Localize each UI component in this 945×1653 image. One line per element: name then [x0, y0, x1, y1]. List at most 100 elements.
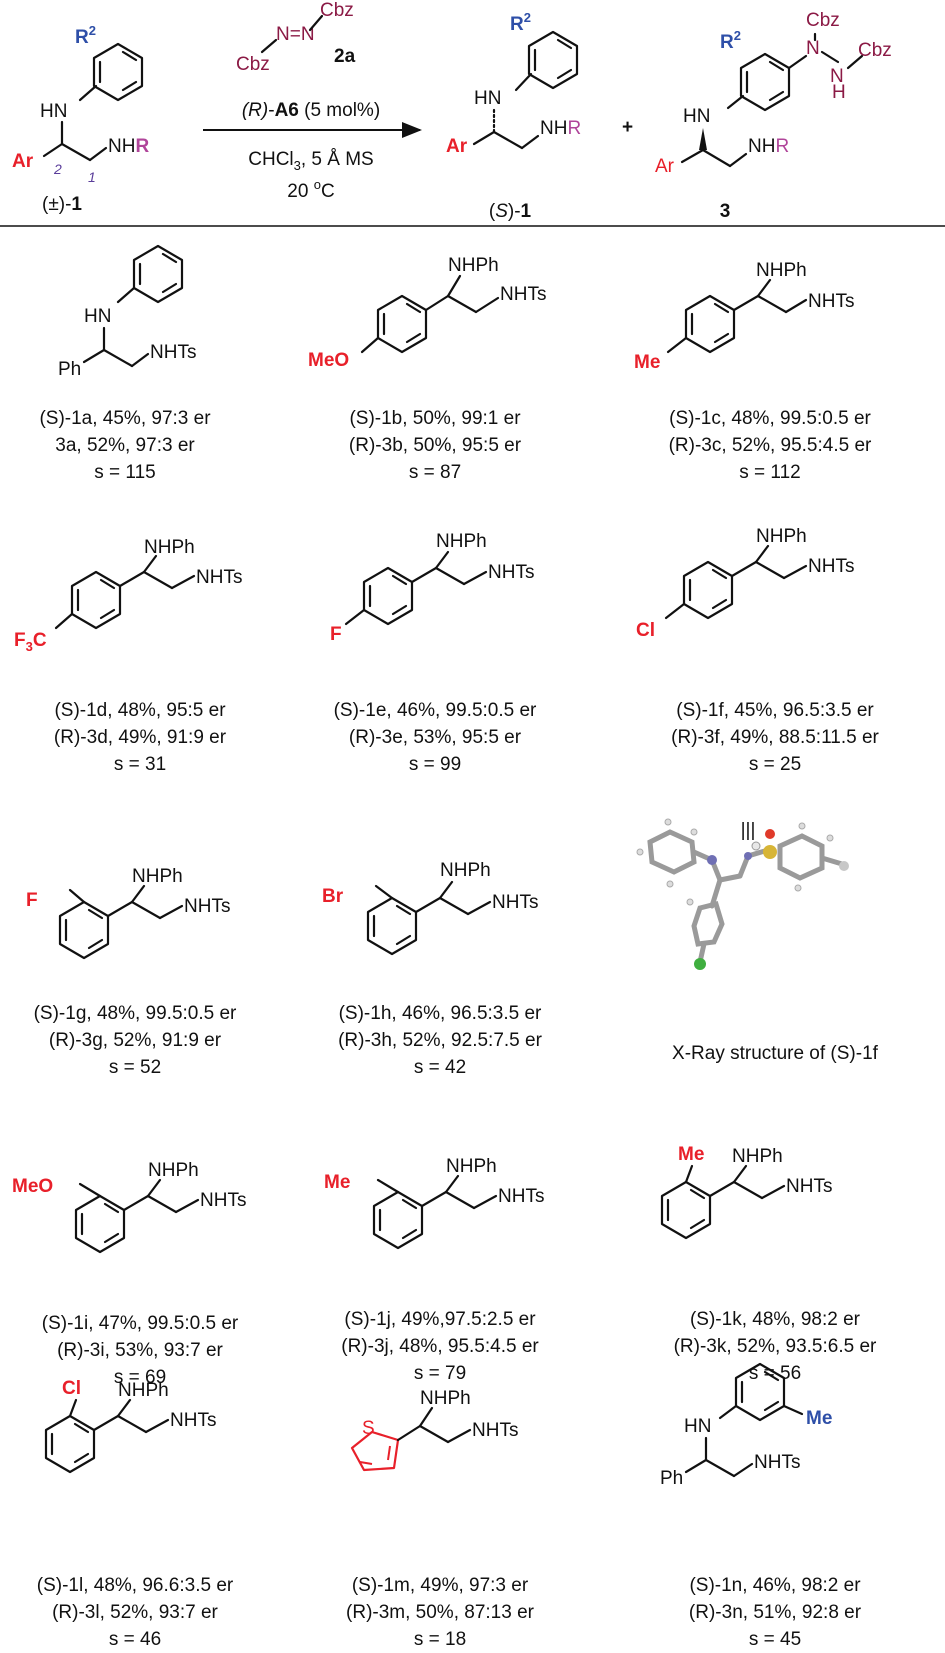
nhph-label: NHPh — [144, 537, 195, 558]
caption-line3: s = 31 — [113, 754, 167, 775]
caption-line1: (S)-1n, 46%, 98:2 er — [689, 1575, 861, 1596]
substituent: Me — [634, 352, 660, 373]
structure-1j: Me NHPh NHTs — [324, 1156, 544, 1250]
plus-sign: + — [622, 117, 633, 138]
product-s1: R2 HN Ar NHR (S)-1 — [446, 10, 581, 222]
structure-1e: F NHPh NHTs — [330, 531, 534, 645]
hn-label: HN — [84, 306, 111, 327]
cbz-right: Cbz — [858, 40, 892, 61]
caption-line3: s = 25 — [748, 754, 802, 775]
xray-caption: X-Ray structure of (S)-1f — [620, 1040, 930, 1067]
caption-line3: s = 18 — [413, 1629, 467, 1650]
caption-1e: (S)-1e, 46%, 99.5:0.5 er (R)-3e, 53%, 95… — [300, 697, 570, 778]
hn-label: HN — [684, 1416, 711, 1437]
ar-label: Ar — [446, 136, 468, 157]
caption-line1: (S)-1k, 48%, 98:2 er — [689, 1309, 861, 1330]
xray-structure: ||| — [636, 818, 849, 970]
nhts-label: NHTs — [472, 1420, 518, 1441]
nhph-label: NHPh — [118, 1380, 169, 1401]
nhts-label: NHTs — [808, 556, 854, 577]
caption-line2: (R)-3k, 52%, 93.5:6.5 er — [673, 1336, 877, 1357]
caption-line1: (S)-1a, 45%, 97:3 er — [39, 408, 211, 429]
ar-label: Ar — [12, 151, 34, 172]
caption-line3: s = 42 — [413, 1057, 467, 1078]
nhph-label: NHPh — [440, 860, 491, 881]
caption-line2: (R)-3i, 53%, 93:7 er — [57, 1340, 223, 1361]
structure-1m: S NHPh NHTs — [350, 1388, 518, 1472]
locant-1: 1 — [88, 169, 96, 185]
reagent-2a: Cbz N=N Cbz 2a — [236, 0, 356, 75]
caption-1d: (S)-1d, 48%, 95:5 er (R)-3d, 49%, 91:9 e… — [10, 697, 270, 778]
cbz-right: Cbz — [320, 0, 354, 21]
substituent: Me — [324, 1172, 350, 1193]
temperature-label: 20 oC — [287, 177, 334, 202]
caption-line1: (S)-1f, 45%, 96.5:3.5 er — [676, 700, 874, 721]
caption-line2: (R)-3j, 48%, 95.5:4.5 er — [341, 1336, 539, 1357]
caption-line2: (R)-3n, 51%, 92:8 er — [688, 1602, 862, 1623]
caption-1b: (S)-1b, 50%, 99:1 er (R)-3b, 50%, 95:5 e… — [310, 405, 560, 486]
azo-label: N=N — [276, 24, 315, 45]
nhts-label: NHTs — [196, 567, 242, 588]
nhr-label: NHR — [748, 136, 789, 157]
caption-line1: (S)-1d, 48%, 95:5 er — [54, 700, 226, 721]
caption-line1: (S)-1c, 48%, 99.5:0.5 er — [669, 408, 871, 429]
caption-line2: (R)-3l, 52%, 93:7 er — [52, 1602, 218, 1623]
product2-label: 3 — [720, 201, 731, 222]
solvent-label: CHCl3, 5 Å MS — [248, 149, 373, 173]
caption-line1: (S)-1m, 49%, 97:3 er — [351, 1575, 529, 1596]
starting-material: R2 HN Ar NHR 2 1 (±)-1 — [12, 23, 149, 215]
nhts-label: NHTs — [786, 1176, 832, 1197]
header-scheme: R2 HN Ar NHR 2 1 (±)-1 Cbz N=N Cbz 2a (R… — [12, 0, 892, 222]
nh-label: N — [830, 66, 844, 87]
caption-1g: (S)-1g, 48%, 99.5:0.5 er (R)-3g, 52%, 91… — [0, 1000, 270, 1081]
r2-label: R2 — [75, 23, 96, 48]
nhts-label: NHTs — [754, 1452, 800, 1473]
substituent: MeO — [308, 350, 349, 371]
nhph-label: NHPh — [756, 260, 807, 281]
nhts-label: NHTs — [184, 896, 230, 917]
structure-1c: Me NHPh NHTs — [634, 260, 854, 373]
nhph-label: NHPh — [436, 531, 487, 552]
caption-line1: (S)-1b, 50%, 99:1 er — [349, 408, 521, 429]
caption-line2: (R)-3f, 49%, 88.5:11.5 er — [671, 727, 879, 748]
caption-1f: (S)-1f, 45%, 96.5:3.5 er (R)-3f, 49%, 88… — [620, 697, 930, 778]
caption-line1: (S)-1h, 46%, 96.5:3.5 er — [338, 1003, 542, 1024]
hn-label: HN — [40, 101, 67, 122]
reagent-label: 2a — [334, 46, 356, 67]
caption-line2: (R)-3h, 52%, 92.5:7.5 er — [338, 1030, 542, 1051]
caption-line1: (S)-1i, 47%, 99.5:0.5 er — [41, 1313, 239, 1334]
caption-line3: s = 99 — [408, 754, 462, 775]
substituent: Me — [806, 1408, 832, 1429]
ph-label: Ph — [660, 1468, 683, 1489]
caption-1m: (S)-1m, 49%, 97:3 er (R)-3m, 50%, 87:13 … — [300, 1572, 580, 1653]
nhph-label: NHPh — [420, 1388, 471, 1409]
caption-1j: (S)-1j, 49%,97.5:2.5 er (R)-3j, 48%, 95.… — [300, 1306, 580, 1387]
n-label: N — [806, 38, 820, 59]
structure-1a: HN Ph NHTs — [58, 244, 196, 380]
caption-line3: s = 87 — [408, 462, 462, 483]
nhts-label: NHTs — [488, 562, 534, 583]
nhts-label: NHTs — [498, 1186, 544, 1207]
caption-line3: s = 79 — [413, 1363, 467, 1384]
caption-1h: (S)-1h, 46%, 96.5:3.5 er (R)-3h, 52%, 92… — [300, 1000, 580, 1081]
nhts-label: NHTs — [200, 1190, 246, 1211]
caption-line1: (S)-1j, 49%,97.5:2.5 er — [344, 1309, 536, 1330]
start-label: (±)-1 — [42, 194, 82, 215]
caption-line2: (R)-3c, 52%, 95.5:4.5 er — [668, 435, 872, 456]
caption-line3: s = 45 — [748, 1629, 802, 1650]
caption-1a: (S)-1a, 45%, 97:3 er 3a, 52%, 97:3 er s … — [0, 405, 250, 486]
structure-1h: Br NHPh NHTs — [322, 860, 538, 956]
nhph-label: NHPh — [756, 526, 807, 547]
h-label: H — [832, 82, 846, 103]
caption-1n: (S)-1n, 46%, 98:2 er (R)-3n, 51%, 92:8 e… — [620, 1572, 930, 1653]
caption-line2: (R)-3m, 50%, 87:13 er — [346, 1602, 534, 1623]
xray-caption-text: X-Ray structure of (S)-1f — [672, 1043, 878, 1064]
ar-label: Ar — [655, 156, 675, 177]
ph-label: Ph — [58, 359, 81, 380]
nhts-label: NHTs — [808, 291, 854, 312]
caption-line2: (R)-3b, 50%, 95:5 er — [348, 435, 522, 456]
nhts-label: NHTs — [150, 342, 196, 363]
substituent: S — [362, 1418, 375, 1439]
nhph-label: NHPh — [148, 1160, 199, 1181]
structure-1n: Me HN Ph NHTs — [660, 1362, 832, 1489]
